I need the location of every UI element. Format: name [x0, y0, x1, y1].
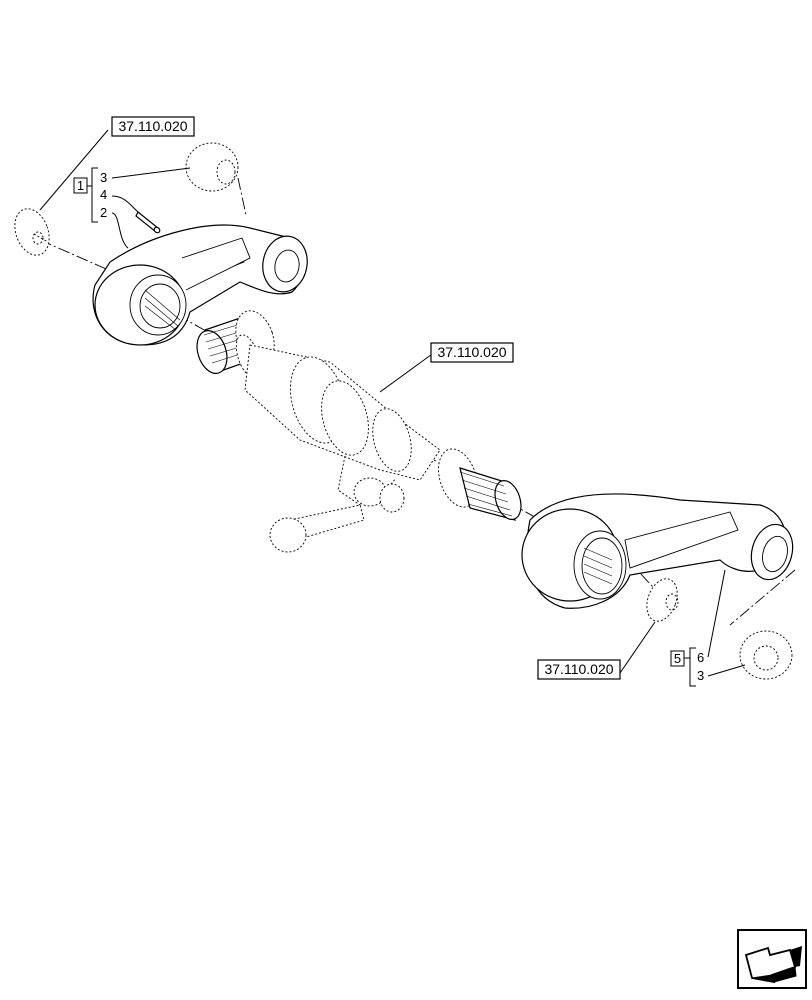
top-ball-knob — [185, 142, 239, 192]
right-washer — [646, 578, 679, 622]
item-number: 3 — [100, 170, 107, 185]
leader-item-2-left — [111, 212, 129, 249]
centerline-right-ball — [729, 569, 796, 626]
reference-label: 37.110.020 — [544, 661, 613, 677]
kit-group-right: 5 6 3 — [670, 647, 704, 687]
leader-item-3-left — [111, 167, 191, 179]
pin — [135, 211, 161, 234]
leader-top-ref — [39, 129, 109, 211]
leader-center-ref — [379, 351, 436, 393]
leader-item-6-right — [707, 569, 726, 658]
reference-callout-top[interactable]: 37.110.020 — [111, 116, 195, 137]
centerline-left-arm — [39, 239, 121, 276]
reference-callout-center[interactable]: 37.110.020 — [430, 342, 514, 363]
kit-number: 5 — [674, 651, 681, 666]
kit-group-left: 1 3 4 2 — [73, 167, 107, 223]
kit-number: 1 — [77, 178, 84, 193]
left-washer — [14, 208, 50, 256]
reference-callout-bottom[interactable]: 37.110.020 — [537, 659, 621, 680]
control-lever — [269, 504, 365, 553]
right-ball-knob — [739, 630, 793, 680]
navigation-arrow-icon[interactable] — [737, 929, 807, 989]
leader-bottom-ref — [619, 621, 656, 674]
item-number: 3 — [697, 668, 704, 683]
left-lift-arm — [92, 224, 308, 346]
right-lift-arm — [521, 493, 794, 609]
centerline-top-ball — [237, 177, 247, 216]
reference-label: 37.110.020 — [118, 118, 187, 134]
right-splined-hub — [438, 448, 522, 521]
item-number: 4 — [100, 187, 107, 202]
item-number: 2 — [100, 205, 107, 220]
leader-item-3-right — [707, 664, 746, 677]
item-number: 6 — [697, 650, 704, 665]
leader-item-4-left — [111, 195, 139, 213]
reference-label: 37.110.020 — [437, 344, 506, 360]
